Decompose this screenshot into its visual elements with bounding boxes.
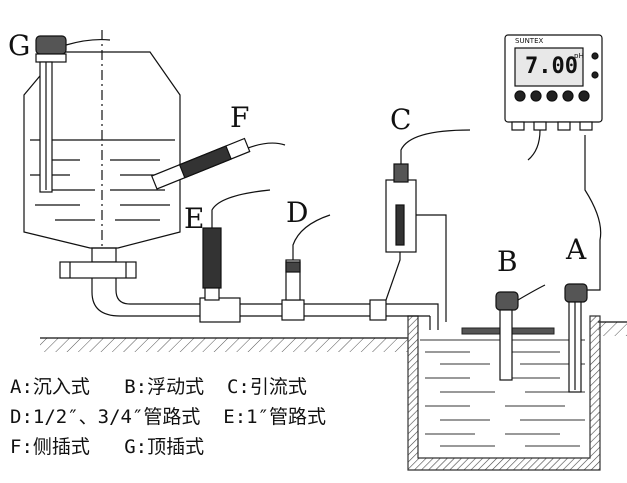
probe-a: [564, 135, 602, 393]
probe-d: [285, 214, 331, 301]
probe-c: [385, 129, 471, 322]
label-b: B: [497, 245, 518, 278]
legend-line-1: A:沉入式 B:浮动式 C:引流式: [10, 376, 307, 398]
probe-g: [35, 35, 111, 193]
label-d: D: [286, 196, 309, 229]
pipe-fittings: [199, 297, 387, 323]
label-g: G: [8, 29, 31, 62]
probe-e: [202, 189, 271, 301]
reactor-vessel: [23, 30, 439, 330]
meter-unit: pH: [574, 52, 584, 60]
probe-f: [150, 137, 286, 190]
probe-b: [495, 284, 546, 381]
ground: [40, 321, 627, 352]
label-f: F: [230, 101, 250, 134]
legend-line-2: D:1/2″、3/4″管路式 E:1″管路式: [10, 406, 327, 428]
label-e: E: [184, 202, 205, 235]
meter-reading: 7.00: [525, 54, 578, 79]
ph-controller: [504, 34, 603, 161]
label-c: C: [390, 103, 412, 136]
label-a: A: [566, 233, 587, 266]
meter-brand: SUNTEX: [515, 37, 544, 45]
legend-line-3: F:侧插式 G:顶插式: [10, 436, 205, 458]
